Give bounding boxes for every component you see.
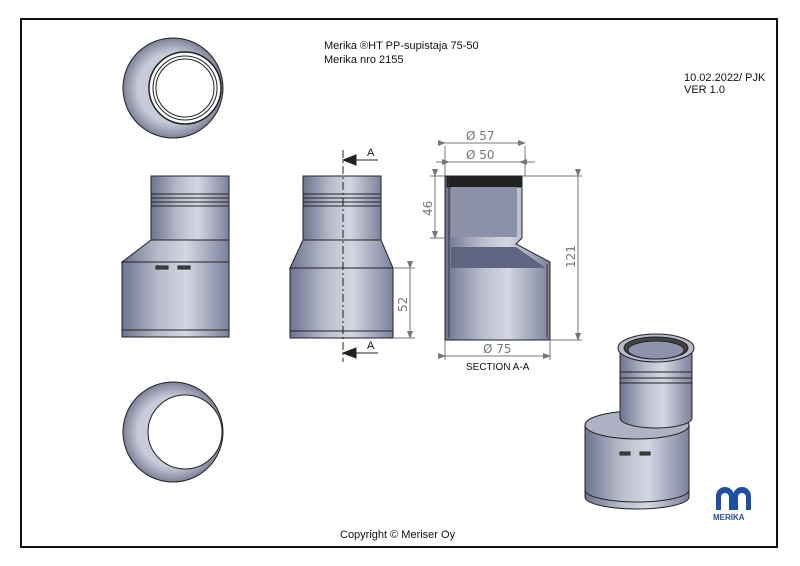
dim-57-label: Ø 57	[466, 129, 495, 143]
revision-version: VER 1.0	[684, 84, 725, 96]
section-view	[444, 175, 551, 341]
section-marker-top: A	[367, 147, 375, 159]
dim-75-label: Ø 75	[483, 342, 512, 356]
isometric-view	[584, 333, 695, 510]
top-view	[122, 37, 224, 139]
section-marker-bottom: A	[367, 340, 375, 352]
copyright: Copyright © Meriser Oy	[340, 529, 456, 541]
dim-121-label: 121	[564, 245, 578, 268]
section-label: SECTION A-A	[466, 362, 530, 373]
side-view	[289, 150, 394, 362]
logo-text: MERIKA	[713, 513, 745, 522]
dim-52-label: 52	[396, 297, 410, 312]
drawing-frame	[20, 18, 778, 548]
section-dimensions	[430, 140, 582, 360]
dim-50-label: Ø 50	[466, 148, 495, 162]
part-number: Merika nro 2155	[324, 54, 404, 66]
revision-date: 10.02.2022/ PJK	[684, 72, 766, 84]
dim-52	[393, 261, 415, 339]
merika-logo: MERIKA	[713, 487, 751, 522]
bottom-view	[122, 381, 224, 483]
front-view	[120, 175, 230, 338]
dim-46-label: 46	[421, 201, 435, 216]
drawing-title: Merika ®HT PP-supistaja 75-50	[324, 40, 479, 52]
